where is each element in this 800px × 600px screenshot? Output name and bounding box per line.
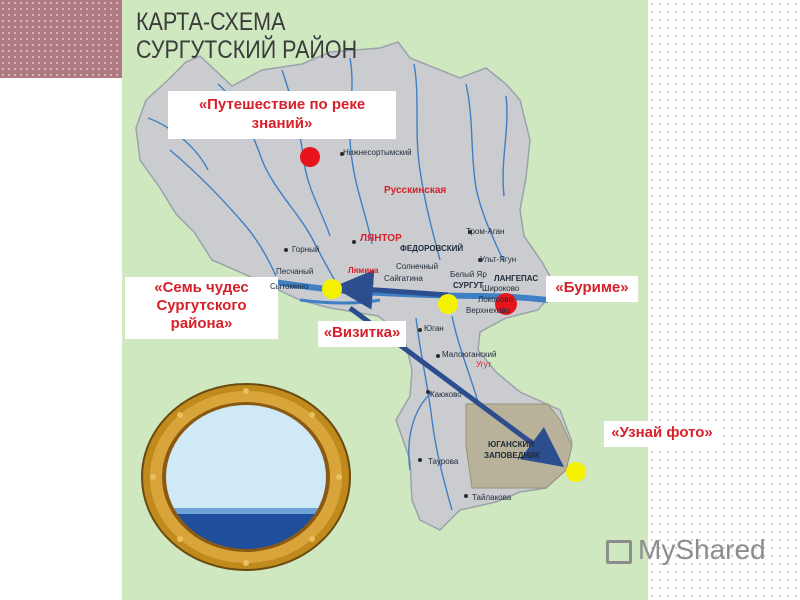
- place-malouganskiy: Малоюганский: [442, 350, 497, 359]
- place-ugut: Угут: [476, 360, 492, 369]
- place-trom-agan: Тром-Аган: [466, 227, 505, 236]
- label-vizitka[interactable]: «Визитка»: [318, 321, 406, 347]
- map-title: КАРТА-СХЕМА СУРГУТСКИЙ РАЙОН: [136, 8, 357, 64]
- left-decor: [0, 0, 122, 78]
- arrow-to-seven-wonders: [333, 269, 449, 310]
- ugansky-reserve: [465, 403, 573, 489]
- watermark-logo: MyShared: [606, 534, 766, 566]
- place-surgut: СУРГУТ: [453, 281, 484, 290]
- place-verkhnekhovo: Верхнехово: [466, 306, 510, 315]
- place-bely-yar: Белый Яр: [450, 270, 487, 279]
- right-dotted-strip: [648, 0, 800, 600]
- place-saigatina: Сайгатина: [384, 274, 423, 283]
- yellow-marker-seven: [322, 279, 342, 299]
- yellow-marker-vizitka: [438, 294, 458, 314]
- presentation-icon: [606, 539, 632, 564]
- left-strip: [0, 0, 122, 600]
- watermark-text: MyShared: [638, 534, 766, 565]
- place-russkinskaya: Русскинская: [384, 185, 447, 196]
- yellow-marker-photo: [566, 462, 586, 482]
- place-gorny: Горный: [292, 245, 320, 254]
- place-taurova: Таурова: [428, 457, 459, 466]
- place-ult-yagun: Ульт-Ягун: [480, 255, 517, 264]
- place-solnechny: Солнечный: [396, 262, 439, 271]
- place-kayukovo: Каюково: [430, 390, 462, 399]
- place-reserve-line1: ЮГАНСКИЙ: [488, 440, 534, 449]
- place-ugan: Юган: [424, 324, 444, 333]
- label-river-journey[interactable]: «Путешествие по реке знаний»: [168, 91, 396, 139]
- place-tailakova: Тайлакова: [472, 493, 512, 502]
- label-photo[interactable]: «Узнай фото»: [604, 421, 720, 447]
- place-lyamina: Лямина: [348, 266, 379, 275]
- red-marker-burime: [495, 293, 517, 315]
- place-reserve-line2: ЗАПОВЕДНИК: [484, 451, 540, 460]
- place-lokosovo: Локосово: [478, 295, 513, 304]
- place-shirokovo: Широково: [482, 284, 520, 293]
- red-marker-river: [300, 147, 320, 167]
- label-seven-wonders[interactable]: «Семь чудес Сургутского района»: [125, 277, 278, 339]
- place-langepas: ЛАНГЕПАС: [494, 274, 539, 283]
- place-pesochny: Песчаный: [276, 267, 314, 276]
- label-burime[interactable]: «Буриме»: [546, 276, 638, 302]
- place-nizhnesortymsky: Нижнесортымский: [343, 148, 412, 157]
- title-line-2: СУРГУТСКИЙ РАЙОН: [136, 36, 358, 64]
- title-line-1: КАРТА-СХЕМА: [136, 8, 286, 36]
- porthole-image: [141, 383, 351, 571]
- place-sytomino: Сытомино: [270, 282, 309, 291]
- place-fedorovsky: ФЕДОРОВСКИЙ: [400, 244, 464, 253]
- place-lyantor: ЛЯНТОР: [360, 233, 402, 244]
